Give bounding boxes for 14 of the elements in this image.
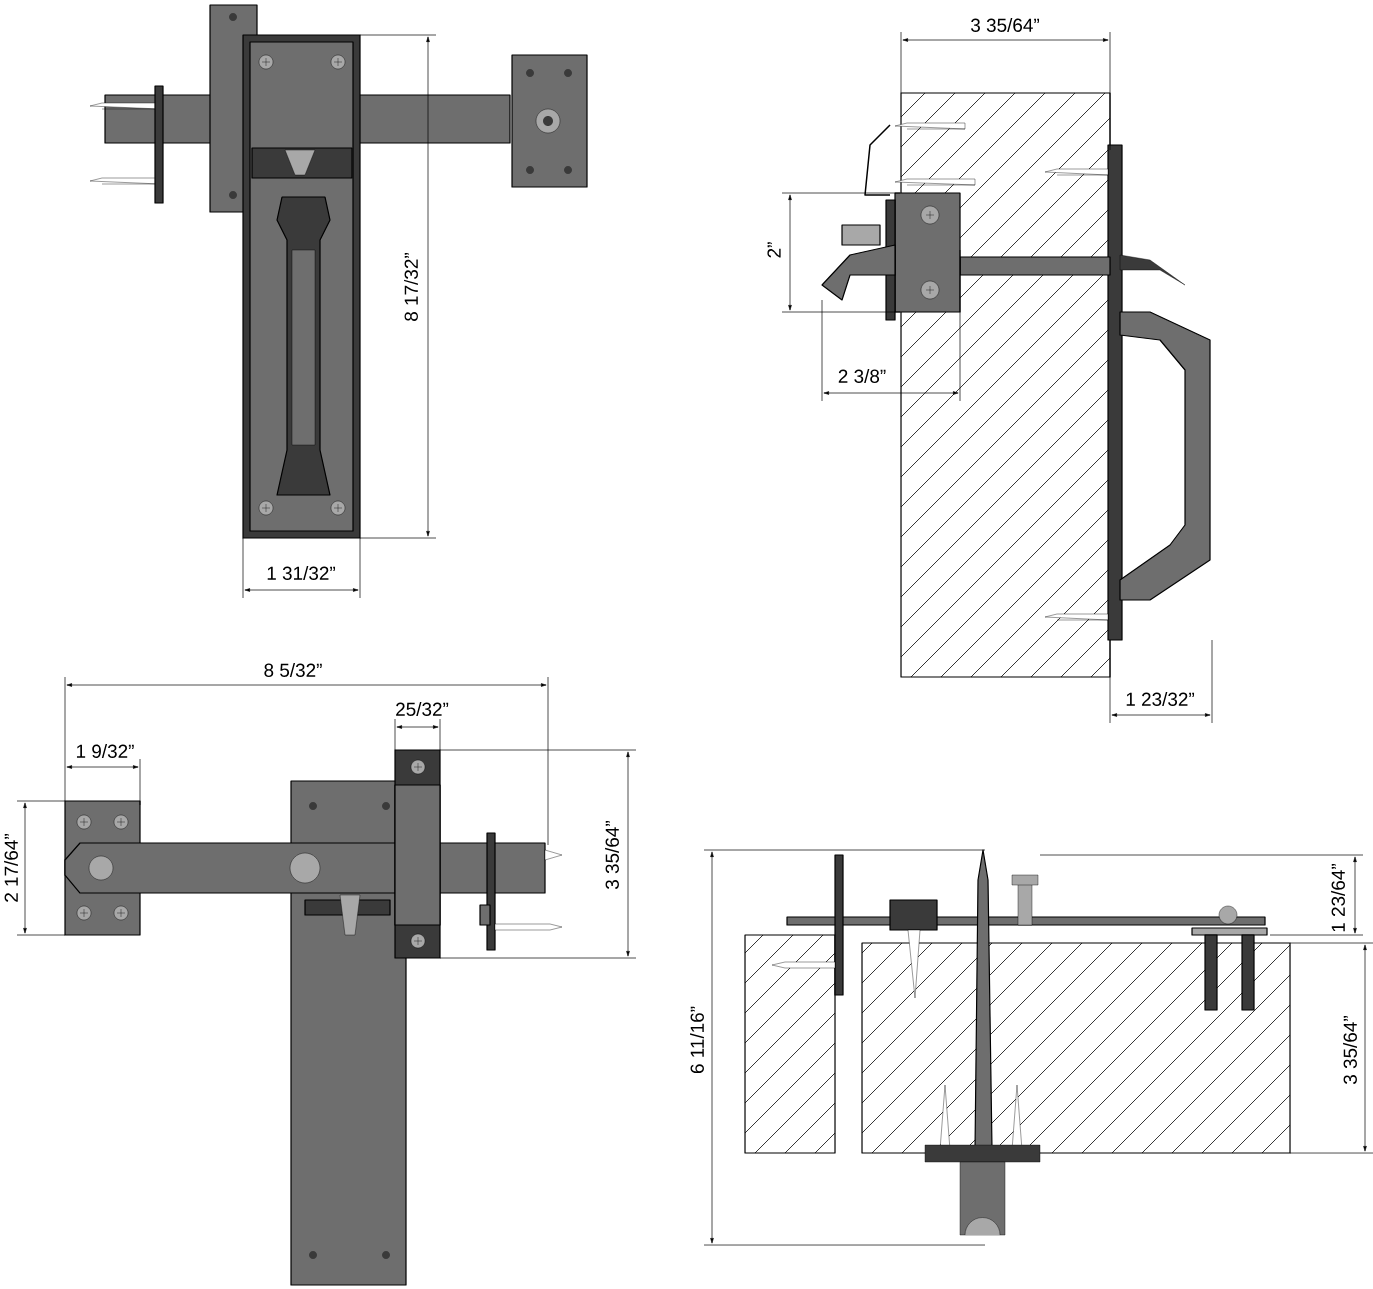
dimension-label: 6 11/16” bbox=[690, 1006, 704, 1074]
dimension-label: 8 17/32” bbox=[404, 253, 418, 321]
dimension-label: 3 35/64” bbox=[605, 821, 619, 889]
dimension-label: 1 31/32” bbox=[267, 566, 335, 580]
dimension-label: 8 5/32” bbox=[264, 663, 322, 677]
dimension-label: 2 3/8” bbox=[838, 369, 886, 383]
dimension-label: 2” bbox=[767, 242, 781, 258]
dimension-label: 25/32” bbox=[396, 702, 449, 716]
dimension-label: 1 9/32” bbox=[77, 744, 134, 758]
dimension-label: 1 23/32” bbox=[1126, 692, 1194, 706]
dimension-label: 3 35/64” bbox=[971, 18, 1039, 32]
dimension-label: 3 35/64” bbox=[1343, 1016, 1357, 1085]
dimension-label: 2 17/64” bbox=[4, 834, 18, 902]
dimension-label: 1 23/64” bbox=[1331, 864, 1345, 932]
